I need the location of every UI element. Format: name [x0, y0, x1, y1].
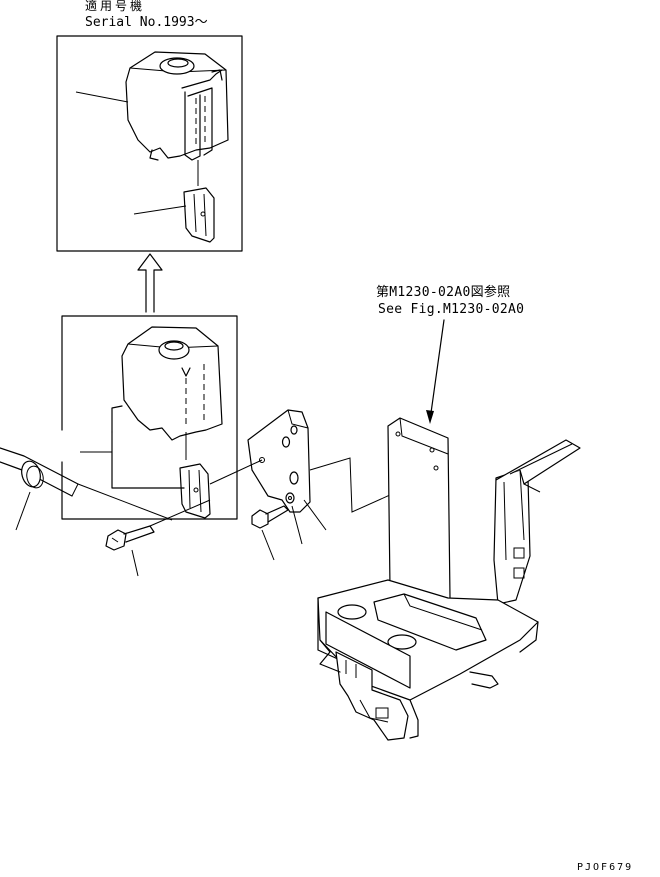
bolt-middle — [251, 505, 289, 561]
inset-box-new-serial — [56, 35, 243, 252]
up-arrow — [137, 253, 163, 313]
washer-tank-current — [121, 326, 223, 460]
assembly-line-frame — [309, 457, 411, 513]
reference-arrow — [426, 319, 445, 424]
bolt-left — [105, 499, 211, 577]
bracket-current — [179, 463, 211, 519]
leader-bracket-new — [133, 205, 187, 215]
drawing-code: PJOF679 — [577, 862, 634, 873]
washer-tank-new — [125, 51, 229, 161]
mounting-plate — [209, 409, 327, 531]
figure-reference-en: See Fig.M1230-02A0 — [378, 302, 525, 317]
box-current — [61, 315, 238, 520]
bracket-new — [183, 160, 215, 243]
frame-assembly — [317, 417, 581, 741]
leader-tank-new — [75, 91, 129, 103]
washer-middle — [285, 492, 303, 545]
hose-clamp — [0, 447, 79, 531]
figure-reference-jp: 第M1230-02A0図参照 — [376, 285, 511, 300]
applicable-models-heading: 適用号機 — [85, 0, 146, 13]
serial-number-label: Serial No.1993～ — [85, 15, 208, 30]
assembly-line-hose — [77, 483, 173, 521]
